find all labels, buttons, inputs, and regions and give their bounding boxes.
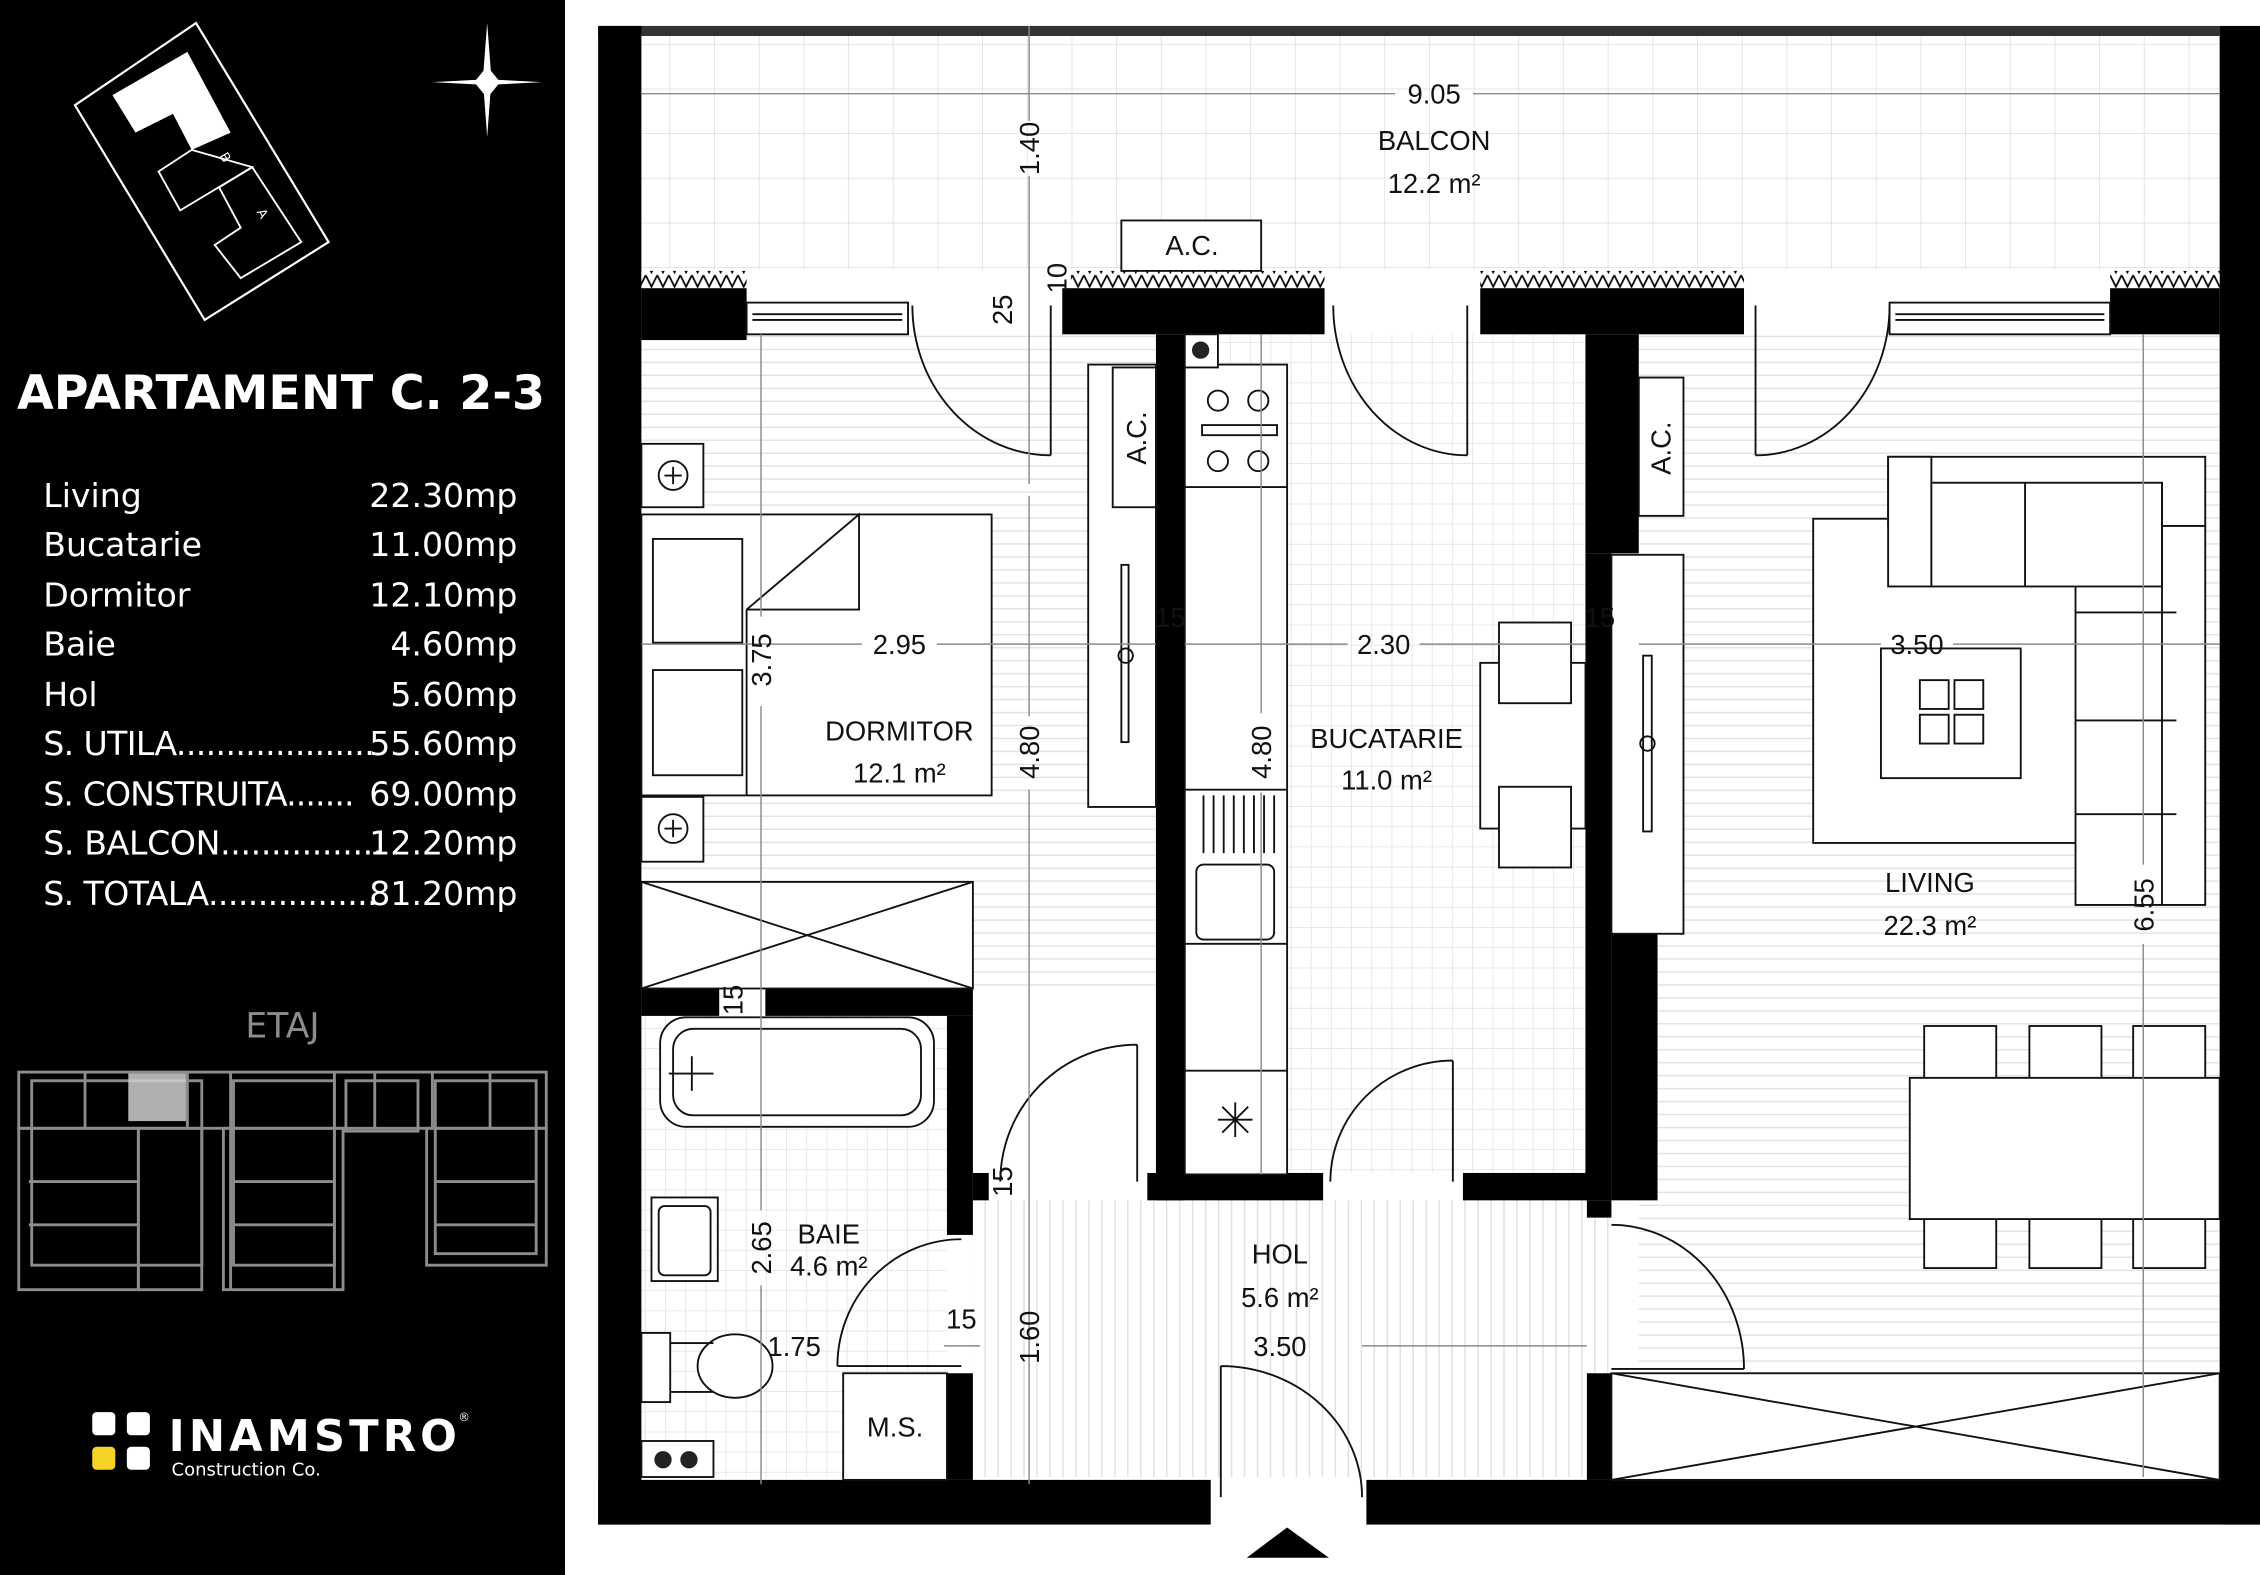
door-hall-kitchen[interactable] [1329, 1059, 1454, 1182]
coffee-table [1879, 647, 2022, 780]
technical-closet [842, 1372, 948, 1481]
door-bathroom[interactable] [836, 1238, 962, 1367]
area-label: Baie [43, 625, 116, 664]
door-hall-dormitor[interactable] [999, 1043, 1139, 1182]
openings [745, 301, 2112, 1498]
area-label: Dormitor [43, 576, 191, 615]
room-name-balcon: BALCON [1378, 125, 1491, 156]
dim-wall-15: 15 [1155, 602, 1185, 633]
area-label: Bucatarie [43, 525, 202, 564]
dimension-lines [641, 25, 2220, 1485]
room-name-living: LIVING [1885, 867, 1975, 898]
current-apartment-highlight [128, 1073, 186, 1122]
area-value: 11.00mp [369, 525, 517, 564]
sink-icon [1195, 863, 1276, 941]
ms-label: M.S. [867, 1412, 923, 1443]
area-value: 55.60mp [369, 724, 517, 763]
dim-kitchen-width: 2.30 [1357, 629, 1410, 660]
area-value: 4.60mp [390, 625, 517, 664]
stove-icon [1184, 389, 1288, 488]
door-hall-living[interactable] [1611, 1223, 1745, 1370]
apartment-title: APARTAMENT C. 2-3 [17, 366, 545, 421]
dim-bath-depth: 2.65 [746, 1221, 777, 1274]
area-label: Hol [43, 675, 97, 714]
dim-hall-width: 3.50 [1253, 1331, 1306, 1362]
area-value: 69.00mp [369, 775, 517, 814]
room-name-dormitor: DORMITOR [825, 716, 974, 747]
room-area-dormitor: 12.1 m² [853, 757, 946, 788]
dim-wall-15: 15 [717, 985, 748, 1015]
dim-slab: 10 [1042, 263, 1073, 293]
area-table: Living 22.30mp Bucatarie 11.00mp Dormito… [43, 476, 517, 913]
logo-registered-mark: ® [458, 1410, 470, 1424]
furniture [640, 219, 2221, 1481]
dim-total-width: 9.05 [1407, 79, 1460, 110]
dining-set-living [1908, 1025, 2221, 1270]
bathtub [659, 1016, 935, 1128]
door-entrance[interactable] [1219, 1365, 1363, 1498]
room-name-bucatarie: BUCATARIE [1310, 723, 1463, 754]
dim-bath-width: 1.75 [768, 1331, 821, 1362]
area-value: 81.20mp [369, 874, 517, 913]
door-kitchen-balcony[interactable] [1332, 305, 1469, 457]
room-area-hol: 5.6 m² [1241, 1282, 1319, 1313]
info-panel: C B A APARTAMENT C. 2-3 Living 22.30mp B… [0, 0, 565, 1575]
dim-hall-depth: 1.60 [1014, 1311, 1045, 1364]
area-value: 12.20mp [369, 824, 517, 863]
area-value: 12.10mp [369, 576, 517, 615]
north-compass-icon [432, 23, 542, 137]
area-value: 5.60mp [390, 675, 517, 714]
ac-outdoor-unit [1120, 219, 1263, 272]
room-area-bucatarie: 11.0 m² [1341, 765, 1432, 796]
door-living-balcony[interactable] [1754, 305, 1891, 457]
area-label: S. CONSTRUITA....... [43, 775, 354, 814]
dim-dormitor-height: 4.80 [1014, 726, 1045, 779]
dim-living-width: 3.50 [1890, 629, 1943, 660]
room-name-hol: HOL [1252, 1239, 1308, 1270]
washbasin [650, 1196, 719, 1282]
dim-wall-15: 15 [1585, 602, 1615, 633]
entrance-arrow-icon [1246, 1527, 1329, 1558]
dim-wall: 25 [987, 295, 1018, 325]
dim-wall-15: 15 [946, 1304, 976, 1335]
room-area-baie: 4.6 m² [790, 1250, 868, 1281]
ac-label: A.C. [1165, 230, 1218, 261]
room-labels: BALCON 12.2 m² DORMITOR 12.1 m² BUCATARI… [790, 125, 1976, 1443]
area-label: Living [43, 476, 142, 515]
kitchen-counter [1183, 363, 1289, 1176]
extractor-icon [1217, 1102, 1253, 1137]
dim-wall-15: 15 [987, 1166, 1018, 1196]
dimension-labels: 9.05 1.40 10 25 2.95 3.75 4.80 15 2.30 4… [717, 79, 2159, 1364]
floor-key-plan [17, 1070, 548, 1292]
dim-kitchen-depth: 4.80 [1246, 726, 1277, 779]
room-area-living: 22.3 m² [1884, 910, 1977, 941]
sofa [1887, 455, 2207, 906]
area-label: S. UTILA.................... [43, 724, 375, 763]
logo-accent-square [92, 1446, 116, 1470]
ac-label: A.C. [1121, 411, 1152, 464]
dim-dormitor-depth: 3.75 [746, 633, 777, 686]
boiler [640, 1440, 715, 1478]
walls [598, 25, 2260, 1558]
dim-dormitor-width: 2.95 [873, 629, 926, 660]
area-value: 22.30mp [369, 476, 517, 515]
dim-living-depth: 6.55 [2128, 878, 2159, 931]
door-dormitor[interactable] [911, 305, 1052, 457]
room-name-baie: BAIE [798, 1219, 860, 1250]
room-area-balcon: 12.2 m² [1388, 168, 1481, 199]
area-label: S. BALCON................ [43, 824, 383, 863]
area-label: S. TOTALA................. [43, 874, 377, 913]
toilet-icon [640, 1331, 774, 1404]
ac-label: A.C. [1645, 422, 1676, 475]
floor-label: ETAJ [245, 1007, 319, 1047]
dim-balcony-depth: 1.40 [1014, 122, 1045, 175]
logo-tagline: Construction Co. [172, 1460, 321, 1481]
